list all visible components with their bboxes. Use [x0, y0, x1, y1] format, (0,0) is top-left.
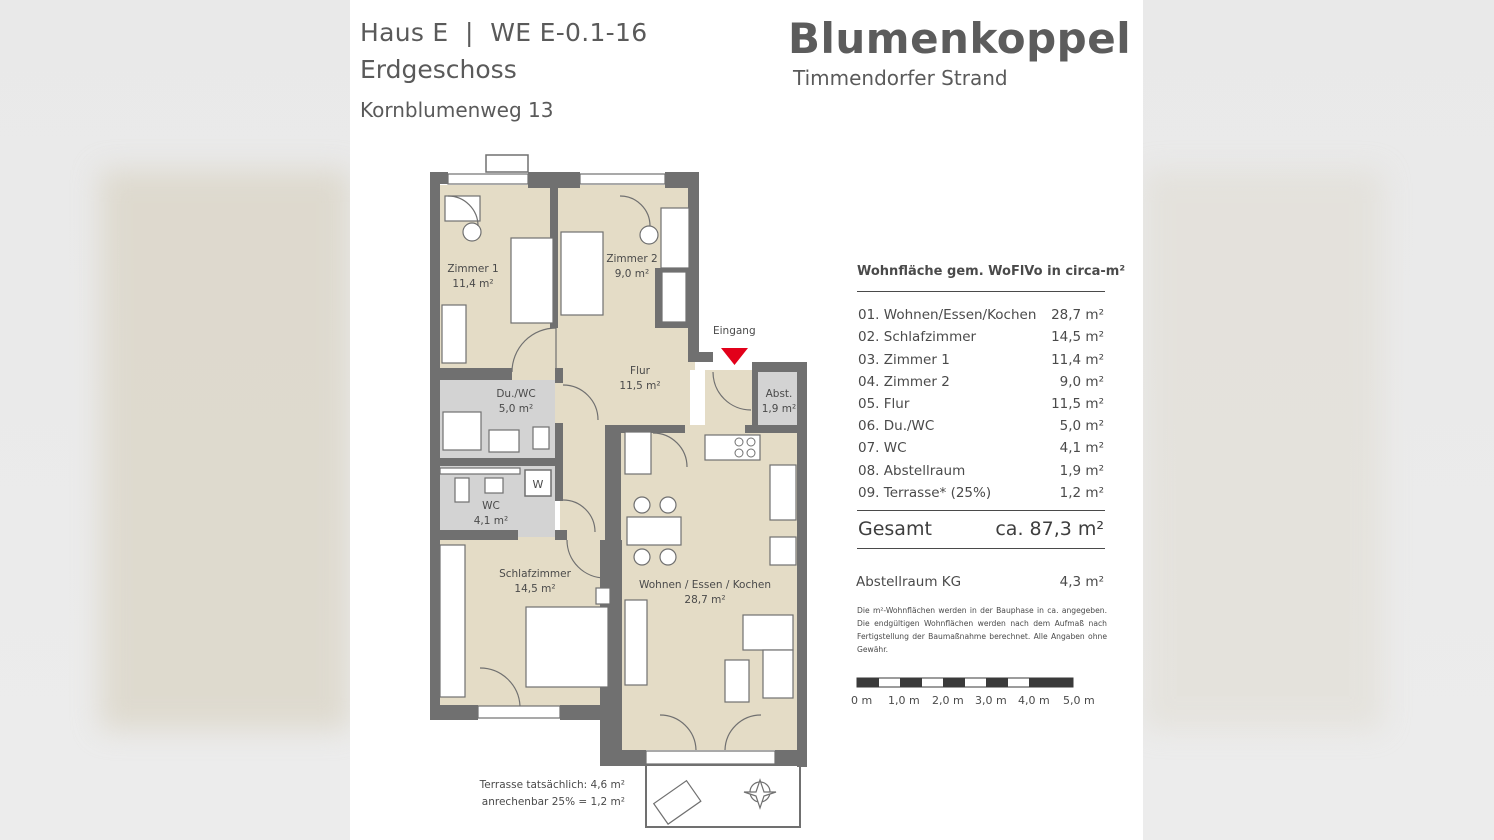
scale-label: 2,0 m	[932, 694, 964, 707]
total-value: ca. 87,3 m²	[995, 518, 1104, 540]
divider	[857, 291, 1105, 292]
divider	[857, 510, 1105, 511]
area-row-label: 09. Terrasse* (25%)	[858, 485, 992, 501]
area-row-label: 07. WC	[858, 440, 907, 456]
area-row-value: 4,1 m²	[1059, 440, 1104, 456]
area-table-title: Wohnfläche gem. WoFlVo in circa-m²	[857, 264, 1126, 279]
entrance-marker	[721, 348, 748, 365]
total-label: Gesamt	[858, 518, 932, 540]
blurred-background-right	[1143, 0, 1494, 840]
floor-label: Erdgeschoss	[360, 55, 517, 84]
floor-plan-drawing: W	[430, 154, 807, 828]
area-row-value: 11,4 m²	[1051, 352, 1104, 368]
area-row-label: 05. Flur	[858, 396, 910, 412]
scale-label: 3,0 m	[975, 694, 1007, 707]
area-row-value: 1,2 m²	[1059, 485, 1104, 501]
blurred-background-left	[0, 0, 350, 840]
scale-bar	[856, 677, 1074, 688]
area-row-label: 03. Zimmer 1	[858, 352, 950, 368]
area-row: 06. Du./WC 5,0 m²	[858, 418, 1104, 434]
brand-location: Timmendorfer Strand	[793, 66, 1008, 90]
area-row-value: 11,5 m²	[1051, 396, 1104, 412]
area-row-label: 04. Zimmer 2	[858, 374, 950, 390]
area-row: 09. Terrasse* (25%) 1,2 m²	[858, 485, 1104, 501]
area-row: 01. Wohnen/Essen/Kochen 28,7 m²	[858, 307, 1104, 323]
area-row: 08. Abstellraum 1,9 m²	[858, 463, 1104, 479]
area-total-row: Gesamt ca. 87,3 m²	[858, 518, 1104, 540]
floor-plan-sheet: Haus E | WE E-0.1-16 Erdgeschoss Kornblu…	[350, 0, 1143, 840]
area-row: 02. Schlafzimmer 14,5 m²	[858, 329, 1104, 345]
address: Kornblumenweg 13	[360, 98, 554, 122]
area-row-value: 14,5 m²	[1051, 329, 1104, 345]
area-row-value: 28,7 m²	[1051, 307, 1104, 323]
area-row-value: 9,0 m²	[1059, 374, 1104, 390]
terrace-note: Terrasse tatsächlich: 4,6 m² anrechenbar…	[479, 779, 625, 808]
area-row-value: 5,0 m²	[1059, 418, 1104, 434]
area-row-value: 1,9 m²	[1059, 463, 1104, 479]
area-row-label: 08. Abstellraum	[858, 463, 966, 479]
entrance-label: Eingang	[713, 325, 756, 337]
kg-value: 4,3 m²	[1059, 574, 1104, 590]
washer-box	[524, 469, 552, 497]
scale-label: 1,0 m	[888, 694, 920, 707]
area-row-label: 01. Wohnen/Essen/Kochen	[858, 307, 1037, 323]
divider	[857, 548, 1105, 549]
kg-label: Abstellraum KG	[856, 574, 962, 590]
scale-label: 0 m	[851, 694, 873, 707]
area-row-label: 02. Schlafzimmer	[858, 329, 977, 345]
scale-label: 4,0 m	[1018, 694, 1050, 707]
scale-label: 5,0 m	[1063, 694, 1095, 707]
disclaimer-note: Die m²-Wohnflächen werden in der Bauphas…	[857, 606, 1107, 654]
room-label-abst: Abst.1,9 m²	[761, 388, 797, 415]
area-row-label: 06. Du./WC	[858, 418, 935, 434]
area-row: 05. Flur 11,5 m²	[858, 396, 1104, 412]
brand-logo: Blumenkoppel	[788, 14, 1132, 63]
storage-kg-row: Abstellraum KG 4,3 m²	[856, 574, 1104, 590]
area-row: 07. WC 4,1 m²	[858, 440, 1104, 456]
unit-title: Haus E | WE E-0.1-16	[360, 18, 648, 47]
washer-label: W	[533, 478, 544, 491]
area-row: 03. Zimmer 1 11,4 m²	[858, 352, 1104, 368]
area-row: 04. Zimmer 2 9,0 m²	[858, 374, 1104, 390]
